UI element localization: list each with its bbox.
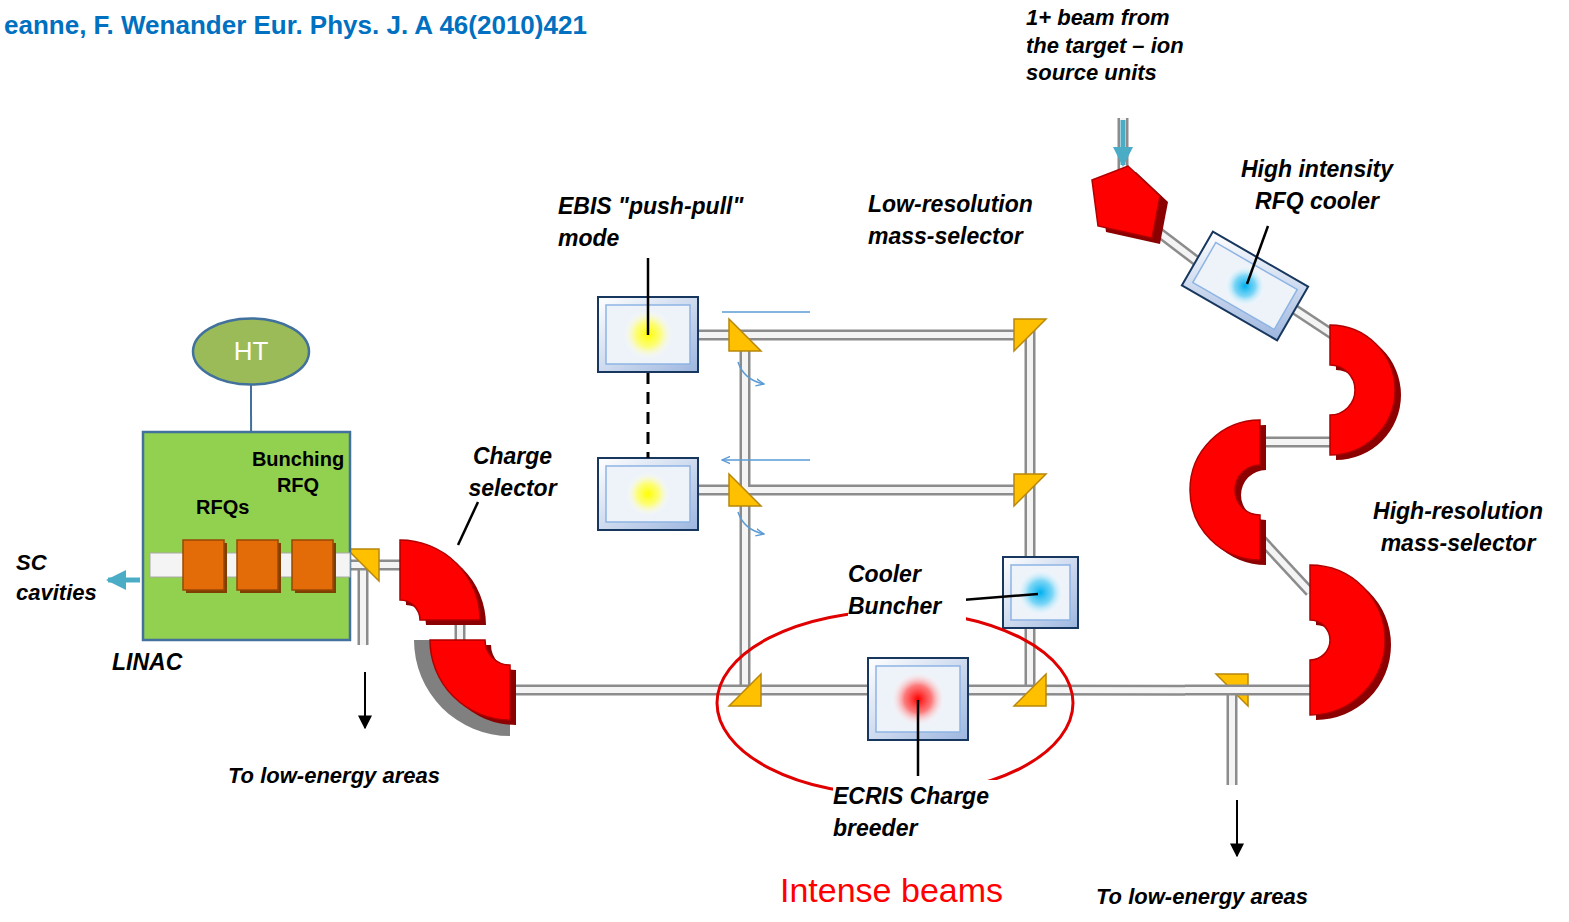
node-label: HT [192,333,310,369]
pipe-outer [363,118,1232,785]
shape-group [1092,166,1168,244]
node-label: LINAC [112,646,232,678]
leader-line [917,700,920,776]
dipole-magnet [1190,420,1260,560]
node-shape [1185,338,1398,722]
shape-group [1182,232,1308,341]
node-label: High intensity RFQ cooler [1222,153,1412,217]
leader-line [458,502,478,545]
pipe-inner [1260,439,1330,445]
box-frame [1182,232,1308,341]
rfq-block [237,540,278,590]
beam-pipe [698,335,1030,557]
rfq-block [183,540,224,590]
direction-arrow [738,362,764,384]
pipe-inner [363,118,1232,785]
annotation-label: SC cavities [16,548,116,607]
box-glow [1217,258,1273,314]
annotation-label: RFQs [196,494,266,520]
pipe-inner [512,687,868,693]
box-frame [1003,557,1078,628]
node-label: EBIS "push-pull" mode [558,190,773,254]
highlight-ellipse [717,611,1073,795]
shape-group [1003,557,1078,628]
node-shape [1003,557,1078,628]
mirror [1014,674,1046,706]
beam-pipe [512,689,868,690]
pipe-inner [698,335,1030,557]
pipe-outer [1260,538,1310,592]
citation-title: eanne, F. Wenander Eur. Phys. J. A 46(20… [4,10,904,41]
dipole-magnet [1330,325,1395,455]
dipole-magnet [1092,166,1160,238]
beam-pipe [363,118,1232,785]
rfq-cooler-box: High intensity RFQ cooler [1220,268,1270,304]
annotation-label: To low-energy areas [1096,884,1366,910]
node-label: ECRIS Charge breeder [833,780,1033,844]
rfq-block [292,540,333,590]
pipe-inner [968,687,1185,693]
shape-group [400,540,516,736]
dipole-magnet [400,540,480,620]
dipole-magnet [430,640,510,720]
box-glow [1017,569,1064,616]
mirror [729,674,761,706]
ht-ellipse: HT [192,318,310,385]
pipe-outer [1185,685,1310,696]
mirror [1014,474,1046,506]
beam-arrow [1121,120,1126,165]
ht-shape [193,319,309,385]
shape-group [1185,325,1401,720]
annotation-label: Bunching RFQ [243,446,353,498]
annotation-label: To low-energy areas [228,762,498,791]
node-label: Cooler Buncher [848,558,966,622]
annotation-label: 1+ beam from the target – ion source uni… [1026,4,1196,87]
direction-arrow [738,512,764,534]
ebis-glow [626,472,670,516]
mirror [1014,319,1046,351]
leader-line [1247,226,1268,284]
pipe-outer [968,684,1185,695]
mirror [729,319,761,351]
exit-arrow [364,672,366,728]
node-label: Charge selector [455,440,570,504]
node-label: Low-resolution mass-selector [868,188,1073,252]
pipe-outer [512,684,868,695]
pipe-inner [1260,538,1310,592]
leader-line [647,258,650,335]
node-shape [400,530,512,740]
connector-line [251,385,252,432]
low-res-magnet: Low-resolution mass-selector [1100,182,1150,228]
leader-line [962,594,1038,600]
dipole-magnet [1310,565,1385,715]
ebis-box [598,458,698,530]
node-shape [1220,268,1270,304]
ebis-frame [598,458,698,530]
ebis-window [606,466,690,522]
pipe-outer [1260,437,1330,448]
mirror [729,474,761,506]
charge-selector-magnets: Charge selector [400,530,512,740]
box-window [1011,565,1070,620]
beam-pipe [968,689,1185,690]
high-res-magnets: High-resolution mass-selector [1185,338,1398,722]
beam-arrow [108,578,140,583]
box-window [1193,243,1297,330]
connector-path [250,385,252,432]
mirror [347,549,379,581]
annotation-label: Intense beams [780,870,1040,911]
node-shape [1100,182,1150,228]
shape-group [193,319,309,385]
direction-arrow [722,312,810,460]
exit-arrow [1236,800,1238,856]
rotated-box [1182,232,1308,341]
dashed-link [647,372,650,458]
node-label: High-resolution mass-selector [1358,495,1558,559]
cooler-buncher-box: Cooler Buncher [1003,557,1078,628]
pipe-inner [1185,687,1310,693]
pipe-outer [698,335,1030,557]
